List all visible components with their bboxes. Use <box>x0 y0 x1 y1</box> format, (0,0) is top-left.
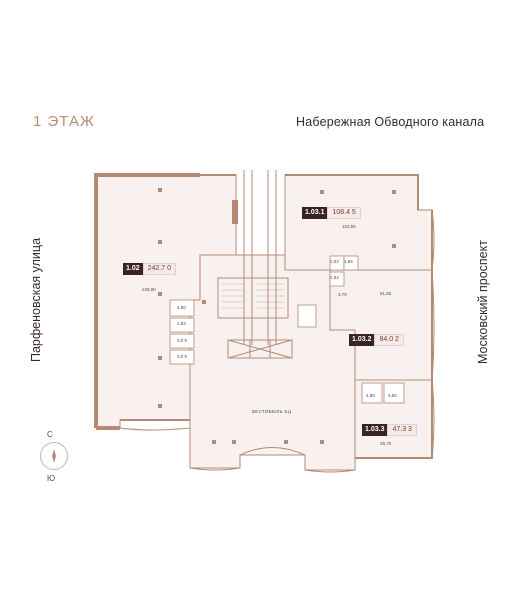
stair-treads <box>222 283 284 309</box>
unit-1.03.1-room[interactable] <box>284 174 433 271</box>
unit-area: 108.4 5 <box>327 207 361 219</box>
room-label: 4,80 <box>177 305 186 310</box>
room-label: 3,0 5 <box>177 354 188 359</box>
columns <box>158 188 396 444</box>
compass-north-label: С <box>47 430 53 439</box>
unit-tag-1.02[interactable]: 1.02 242.7 0 <box>123 263 176 275</box>
unit-tag-1.03.1[interactable]: 1.03.1 108.4 5 <box>302 207 361 219</box>
compass-south-label: Ю <box>47 474 56 483</box>
service-rooms <box>169 255 405 404</box>
street-label-top: Набережная Обводного канала <box>296 115 485 129</box>
unit-area: 84.0 2 <box>374 334 404 346</box>
room-label: 1,83 <box>177 321 186 326</box>
unit-inner-area: 103,55 <box>342 224 356 229</box>
unit-inner-area: 81,65 <box>380 291 392 296</box>
room-label: 4,80 <box>366 393 375 398</box>
unit-tag-1.03.2[interactable]: 1.03.2 84.0 2 <box>349 334 404 346</box>
unit-inner-area: 39,70 <box>380 441 392 446</box>
compass-needle-icon <box>52 449 56 463</box>
outer-walls <box>94 173 200 430</box>
room-label: 1,83 <box>330 275 339 280</box>
room-label: 1,53 <box>330 259 339 264</box>
unit-id: 1.02 <box>123 263 143 275</box>
unit-id: 1.03.3 <box>362 424 388 436</box>
elevator-shafts <box>217 170 293 359</box>
unit-tag-1.03.3[interactable]: 1.03.3 47.3 3 <box>362 424 417 436</box>
room-label: 3,0 5 <box>177 338 188 343</box>
lobby-label: ВЕСТИБЮЛЬ БЦ <box>252 409 292 414</box>
unit-id: 1.03.1 <box>302 207 328 219</box>
facade-edges <box>119 209 435 473</box>
unit-area: 242.7 0 <box>142 263 176 275</box>
unit-id: 1.03.2 <box>349 334 375 346</box>
compass-icon <box>40 442 68 470</box>
unit-area: 47.3 3 <box>387 424 417 436</box>
room-label: 3,85 <box>388 393 397 398</box>
room-label: 1,85 <box>344 259 353 264</box>
unit-inner-area: 238,90 <box>142 287 156 292</box>
room-label: 3,70 <box>338 292 347 297</box>
floor-title: 1 ЭТАЖ <box>33 113 95 130</box>
